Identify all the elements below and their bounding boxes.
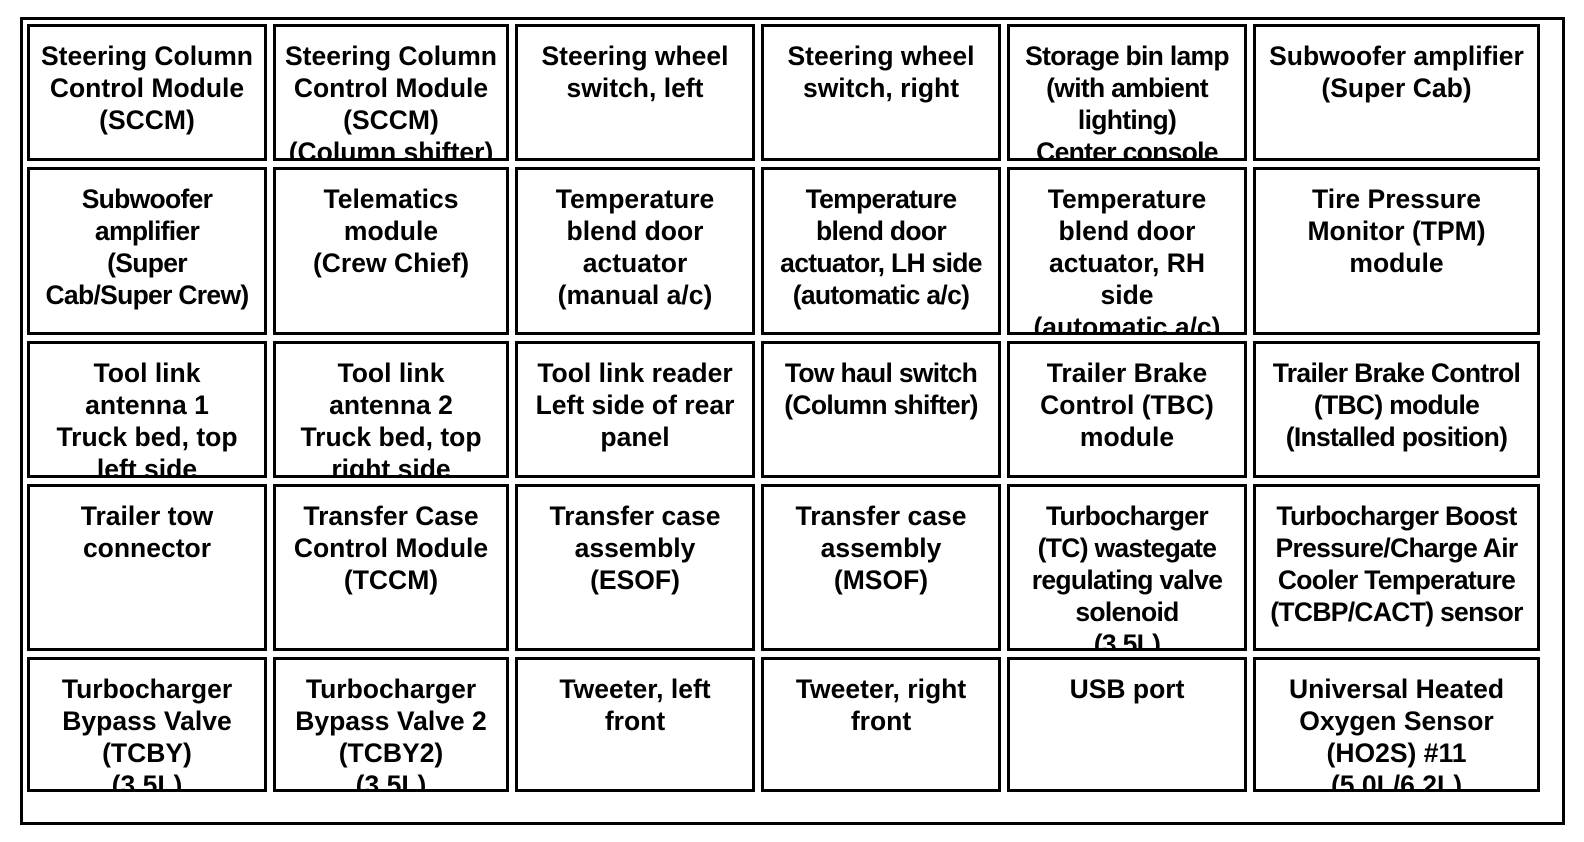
table-cell: Tweeter, right front — [761, 657, 1001, 792]
table-cell: Turbocharger (TC) wastegate regulating v… — [1007, 484, 1247, 651]
table-cell: Tweeter, left front — [515, 657, 755, 792]
table-cell: Tow haul switch (Column shifter) — [761, 341, 1001, 478]
table-cell: Subwoofer amplifier (Super Cab) — [1253, 24, 1540, 161]
table-cell: Tool link antenna 2 Truck bed, top right… — [273, 341, 509, 478]
table-cell: Universal Heated Oxygen Sensor (HO2S) #1… — [1253, 657, 1540, 792]
component-table: Steering Column Control Module (SCCM) St… — [20, 17, 1565, 825]
table-cell: Tool link antenna 1 Truck bed, top left … — [27, 341, 267, 478]
table-cell: Turbocharger Bypass Valve (TCBY) (3.5L) — [27, 657, 267, 792]
table-cell: Trailer tow connector — [27, 484, 267, 651]
table-cell: Telematics module (Crew Chief) — [273, 167, 509, 335]
table-cell: Steering wheel switch, right — [761, 24, 1001, 161]
table-cell: Transfer case assembly (MSOF) — [761, 484, 1001, 651]
table-cell: Temperature blend door actuator (manual … — [515, 167, 755, 335]
table-cell: Tire Pressure Monitor (TPM) module — [1253, 167, 1540, 335]
table-cell: Steering wheel switch, left — [515, 24, 755, 161]
table-cell: Transfer Case Control Module (TCCM) — [273, 484, 509, 651]
table-cell: Steering Column Control Module (SCCM) (C… — [273, 24, 509, 161]
table-cell: Temperature blend door actuator, LH side… — [761, 167, 1001, 335]
table-cell: Storage bin lamp (with ambient lighting)… — [1007, 24, 1247, 161]
component-grid: Steering Column Control Module (SCCM) St… — [27, 24, 1558, 818]
table-cell: Transfer case assembly (ESOF) — [515, 484, 755, 651]
table-cell: Turbocharger Bypass Valve 2 (TCBY2) (3.5… — [273, 657, 509, 792]
table-cell: Steering Column Control Module (SCCM) — [27, 24, 267, 161]
table-cell: Turbocharger Boost Pressure/Charge Air C… — [1253, 484, 1540, 651]
table-cell: Trailer Brake Control (TBC) module (Inst… — [1253, 341, 1540, 478]
table-cell: Subwoofer amplifier (Super Cab/Super Cre… — [27, 167, 267, 335]
table-cell: USB port — [1007, 657, 1247, 792]
table-cell: Tool link reader Left side of rear panel — [515, 341, 755, 478]
table-cell: Temperature blend door actuator, RH side… — [1007, 167, 1247, 335]
table-cell: Trailer Brake Control (TBC) module — [1007, 341, 1247, 478]
